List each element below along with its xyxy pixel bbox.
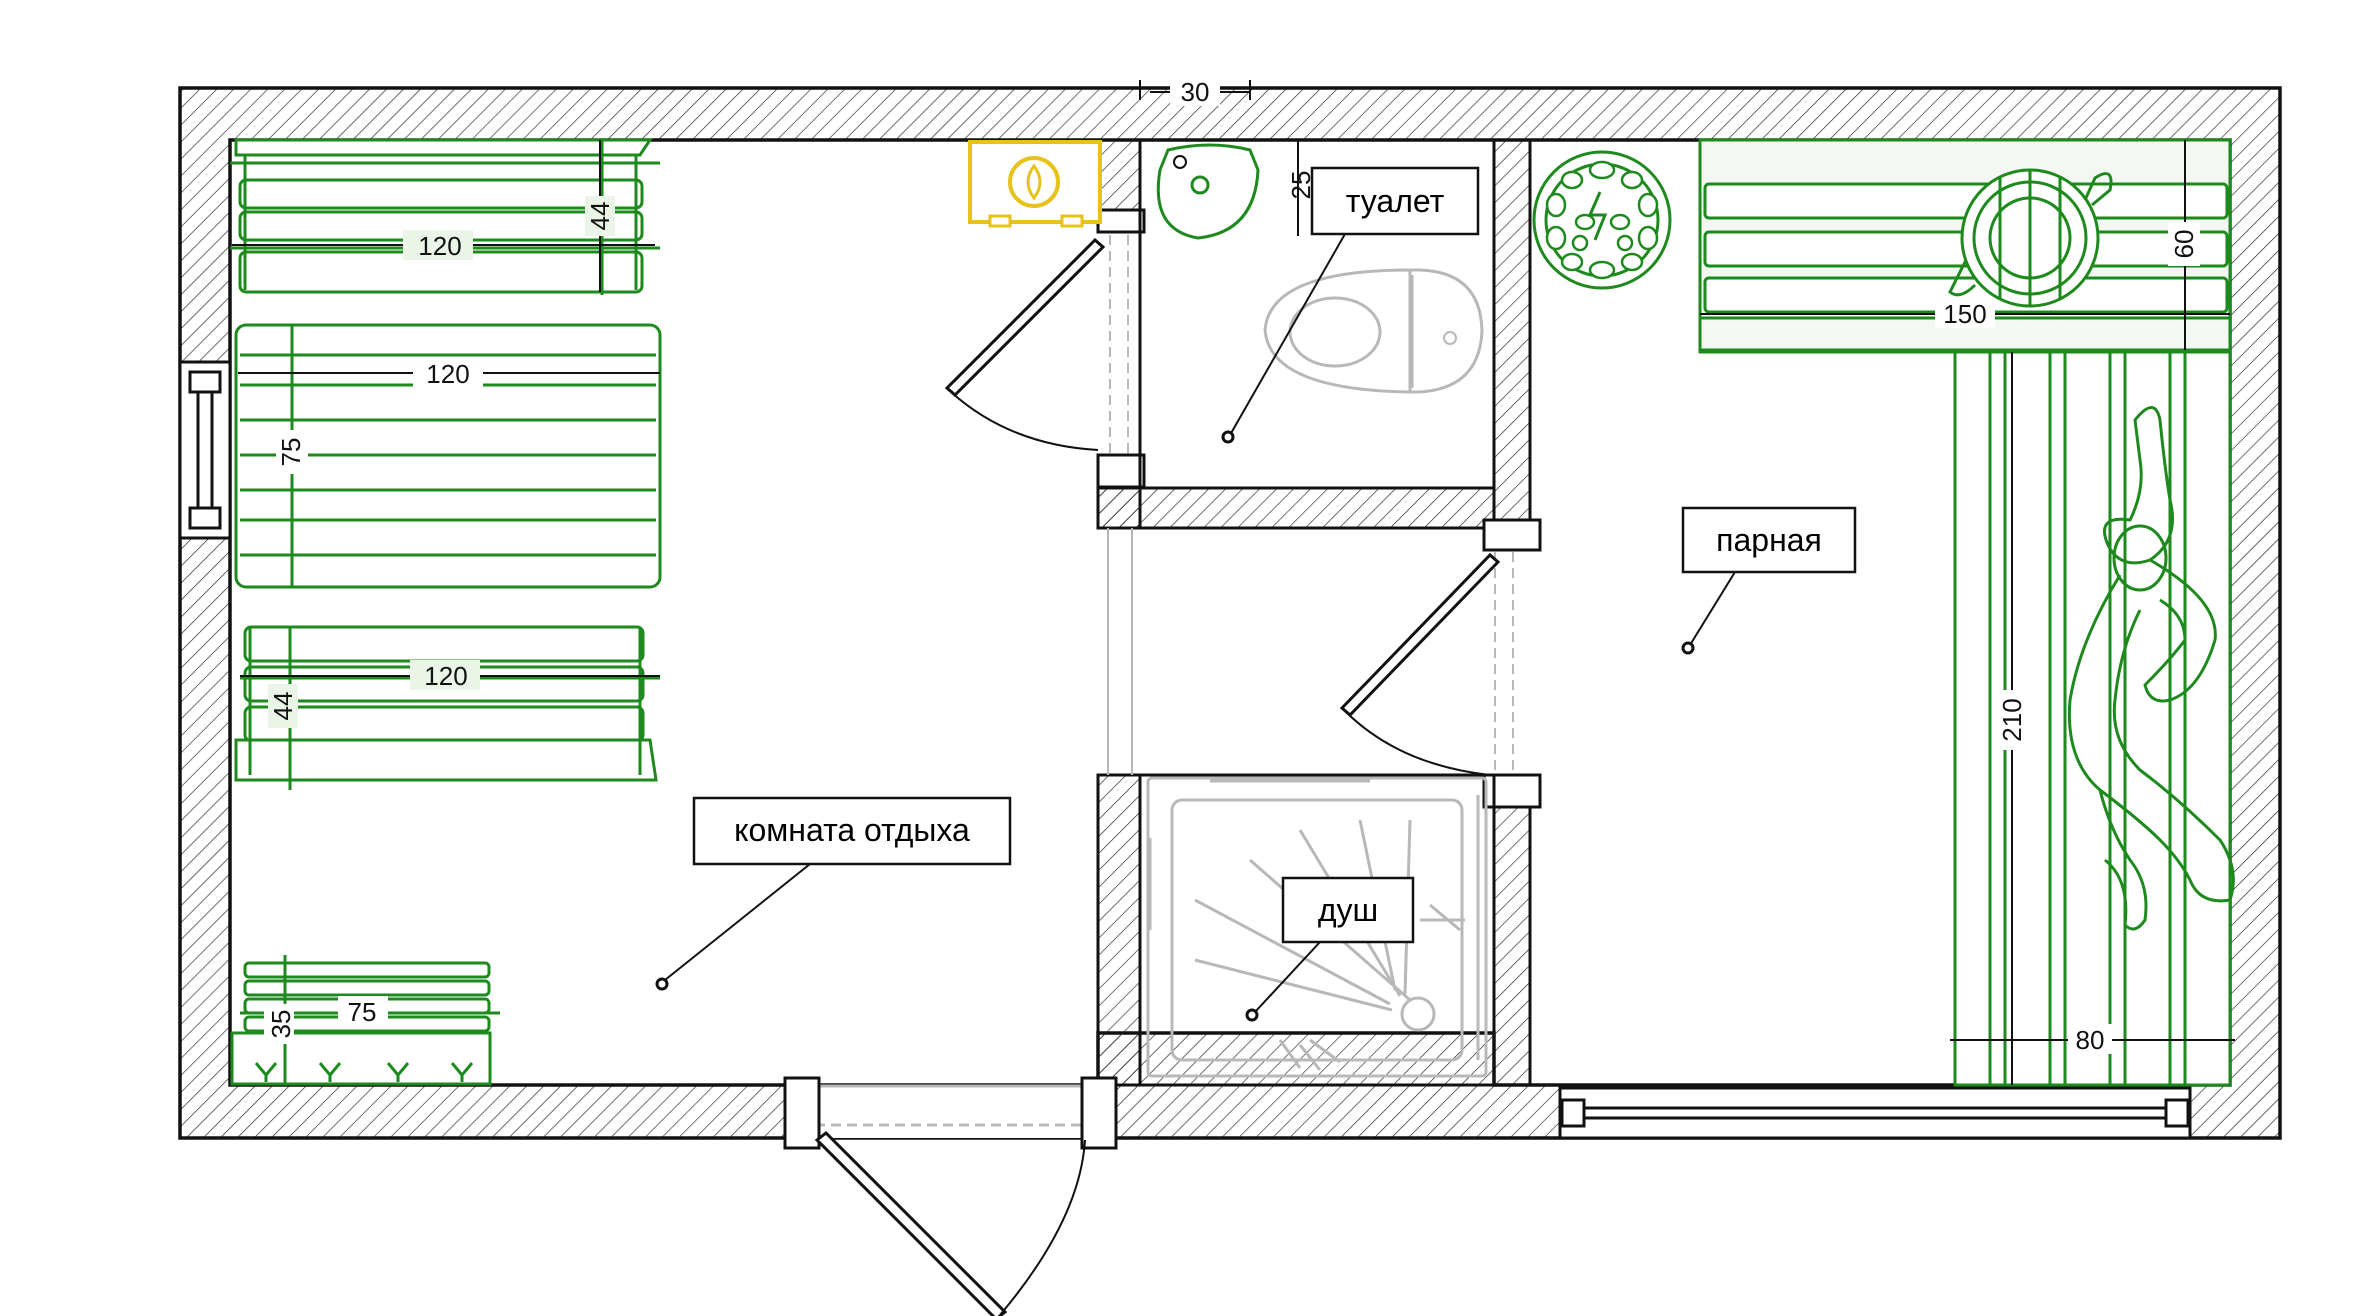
label-toilet: туалет (1221, 166, 1480, 444)
dim-rack-width: 75 (348, 997, 377, 1027)
partition-steam-lower (1492, 773, 1532, 1087)
dim-bg (264, 1004, 294, 1044)
lower-shelf (1953, 350, 2232, 1087)
door-toilet[interactable] (944, 208, 1146, 489)
toilet-bowl (1263, 268, 1484, 394)
dim-lower-shelf-length: 210 (1997, 698, 2027, 741)
label-shower-text: душ (1318, 892, 1378, 928)
dim-bg (585, 196, 615, 236)
dim-lower-shelf-width: 80 (2076, 1025, 2105, 1055)
door-steam[interactable] (1339, 518, 1542, 809)
dim-table-depth: 75 (276, 438, 306, 467)
partition-toilet-shower (1096, 486, 1496, 530)
partition-shower-left (1096, 773, 1142, 1087)
walls (178, 86, 2282, 1150)
dim-bg (413, 358, 483, 388)
dim-upper-shelf-depth: 60 (2169, 230, 2199, 259)
dim-bg (1996, 690, 2028, 750)
toilet-room: 25 (1138, 138, 1496, 490)
sauna-stove (1532, 150, 1672, 290)
label-shower: душ (1245, 876, 1415, 1022)
dim-bench1-width: 120 (418, 231, 461, 261)
window-left (178, 360, 232, 540)
bench-middle (234, 625, 660, 790)
table (234, 323, 662, 589)
dim-bg (1935, 298, 1995, 328)
partition-steam-upper (1492, 138, 1532, 530)
dim-bg (1170, 76, 1220, 106)
dim-table-width: 120 (426, 359, 469, 389)
bucket (1948, 168, 2113, 308)
label-steam-text: парная (1716, 522, 1822, 558)
sink (1156, 143, 1260, 240)
dim-rack-depth: 35 (266, 1010, 296, 1039)
door-frame (1080, 1076, 1118, 1150)
bench-top (230, 138, 660, 295)
door-entrance[interactable] (814, 1131, 1086, 1316)
door-frame (783, 1076, 821, 1150)
partition-toilet-left (1096, 138, 1142, 222)
label-rest: комната отдыха (655, 796, 1012, 991)
dim-bg (410, 660, 480, 690)
label-toilet-text: туалет (1346, 183, 1445, 219)
door-shower-passage (1107, 528, 1133, 775)
window-bottom (1558, 1086, 2192, 1140)
dim-bg (403, 230, 473, 260)
dim-bg (276, 430, 308, 474)
dim-wall-top: 30 (1181, 77, 1210, 107)
dim-bg (2068, 1024, 2112, 1054)
dim-bench1-depth: 44 (585, 202, 615, 231)
person-figure (2067, 406, 2235, 931)
entrance-opening (805, 1086, 1095, 1138)
dim-bg (2168, 222, 2200, 266)
label-rest-text: комната отдыха (734, 812, 970, 848)
dim-bench2-depth: 44 (268, 692, 298, 721)
dim-upper-shelf-width: 150 (1943, 299, 1986, 329)
dim-bench2-width: 120 (424, 661, 467, 691)
label-steam: парная (1681, 506, 1857, 655)
dim-bg (268, 684, 298, 728)
dim-bg (338, 996, 388, 1026)
water-heater (968, 140, 1102, 228)
